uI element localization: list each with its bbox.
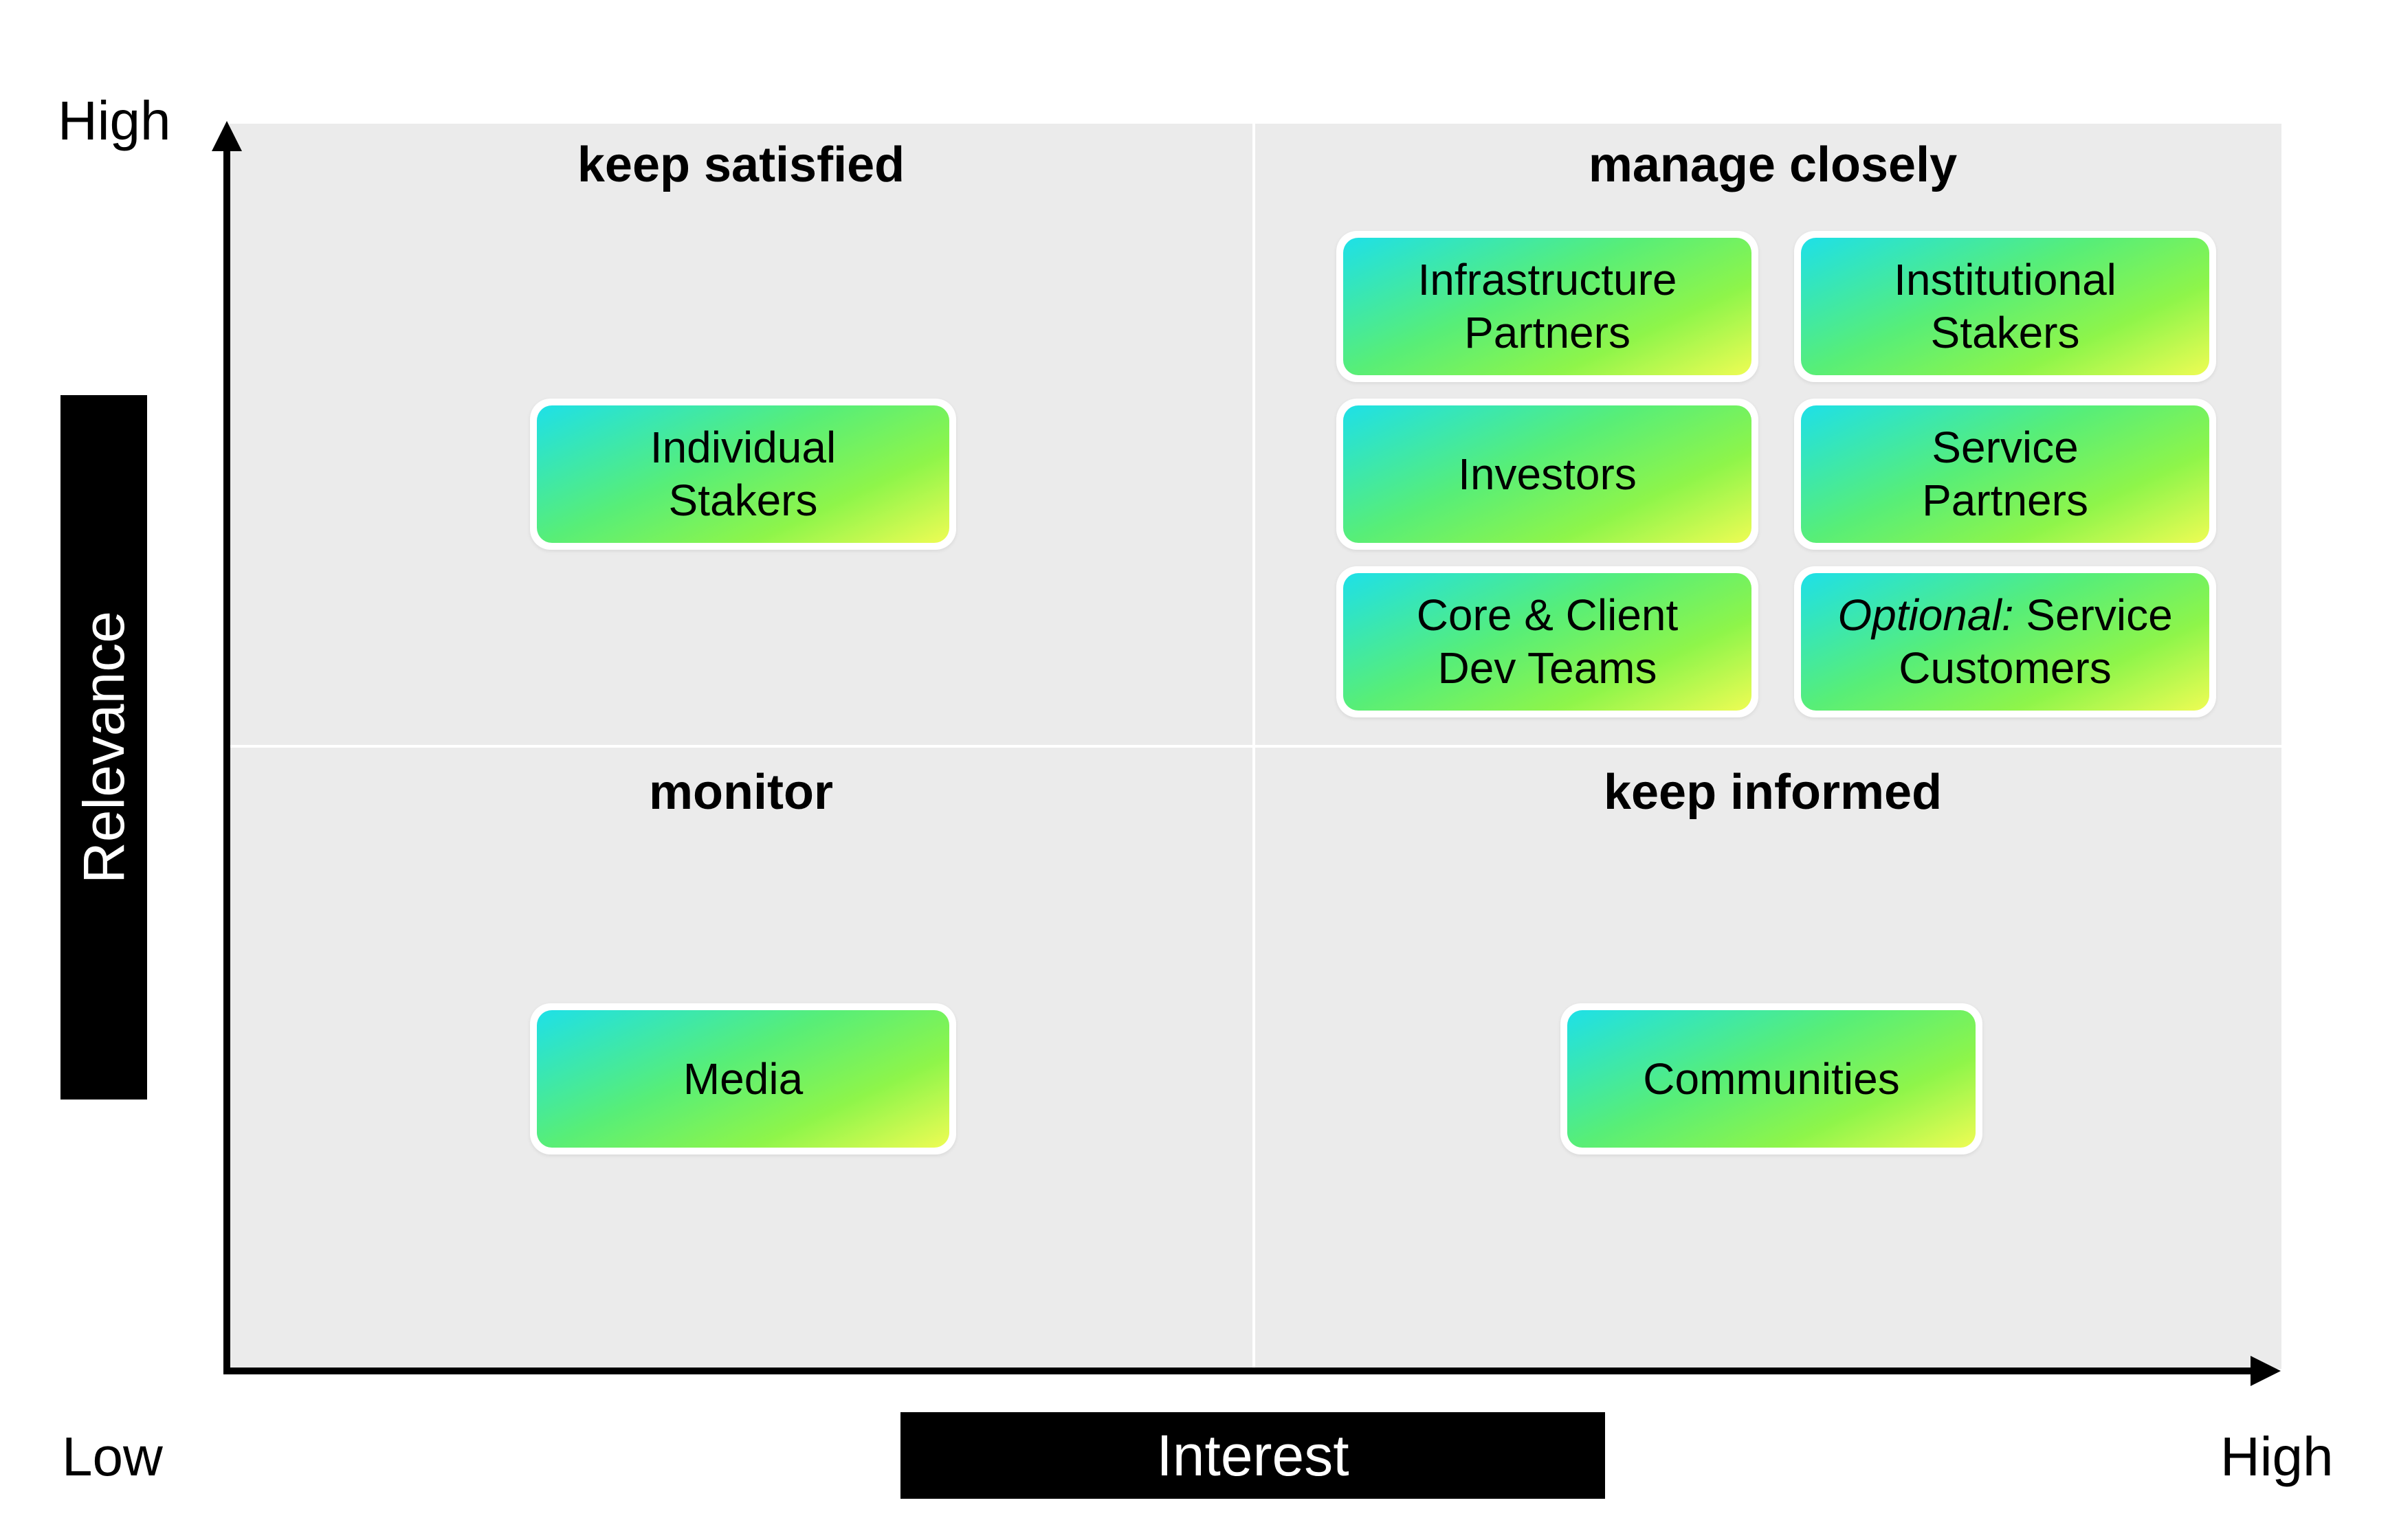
quadrant-title-monitor: monitor: [649, 765, 833, 820]
card-label-line: Service: [1932, 423, 2079, 473]
card-label-italic: Optional:: [1837, 590, 2014, 640]
card-label-rest: Service: [2013, 590, 2173, 640]
card-label-line: Partners: [1464, 308, 1630, 357]
quadrant-title-keep-informed: keep informed: [1603, 765, 1943, 820]
card-service-partners: Service Partners: [1794, 399, 2216, 550]
card-communities-body: Communities: [1567, 1010, 1976, 1148]
x-axis-low-label: Low: [62, 1426, 163, 1487]
card-optional-service-customers-body: Optional: Service Customers: [1801, 573, 2209, 711]
quadrant-title-keep-satisfied: keep satisfied: [577, 137, 905, 192]
card-core-client-dev-teams-body: Core & Client Dev Teams: [1343, 573, 1751, 711]
card-media-body: Media: [537, 1010, 949, 1148]
card-label-line: Communities: [1643, 1053, 1900, 1104]
card-label-line: Stakers: [1930, 308, 2080, 357]
card-label-line: Stakers: [668, 476, 818, 525]
card-communities: Communities: [1560, 1003, 1982, 1154]
card-label-line: Optional: Service: [1837, 589, 2172, 642]
card-label-line: Partners: [1922, 476, 2088, 525]
card-label-line: Customers: [1899, 643, 2112, 693]
card-service-partners-body: Service Partners: [1801, 405, 2209, 543]
card-investors-body: Investors: [1343, 405, 1751, 543]
y-axis-line: [223, 137, 230, 1374]
card-optional-service-customers: Optional: Service Customers: [1794, 566, 2216, 717]
card-label-line: Investors: [1458, 449, 1637, 499]
card-infrastructure-partners-body: Infrastructure Partners: [1343, 238, 1751, 375]
card-individual-stakers-body: Individual Stakers: [537, 405, 949, 543]
card-label-line: Media: [683, 1053, 804, 1104]
x-axis-title: Interest: [900, 1412, 1605, 1499]
card-institutional-stakers: Institutional Stakers: [1794, 231, 2216, 382]
quadrant-title-manage-closely: manage closely: [1588, 137, 1958, 192]
x-axis-title-text: Interest: [1156, 1422, 1349, 1488]
card-label-line: Infrastructure: [1417, 255, 1677, 305]
card-label-line: Core & Client: [1416, 590, 1679, 640]
x-axis-high-label: High: [2220, 1426, 2334, 1487]
card-label-line: Dev Teams: [1437, 643, 1657, 693]
card-investors: Investors: [1336, 399, 1758, 550]
horizontal-divider: [230, 745, 2281, 748]
x-axis-line: [223, 1368, 2265, 1374]
card-infrastructure-partners: Infrastructure Partners: [1336, 231, 1758, 382]
card-individual-stakers: Individual Stakers: [530, 399, 956, 550]
y-axis-arrow-icon: [212, 121, 242, 151]
card-core-client-dev-teams: Core & Client Dev Teams: [1336, 566, 1758, 717]
card-institutional-stakers-body: Institutional Stakers: [1801, 238, 2209, 375]
x-axis-arrow-icon: [2251, 1356, 2281, 1386]
y-axis-title-text: Relevance: [71, 611, 136, 884]
y-axis-high-label: High: [58, 90, 171, 151]
card-label-line: Individual: [650, 423, 837, 473]
card-media: Media: [530, 1003, 956, 1154]
card-label-line: Institutional: [1894, 255, 2116, 305]
y-axis-title: Relevance: [60, 395, 147, 1100]
